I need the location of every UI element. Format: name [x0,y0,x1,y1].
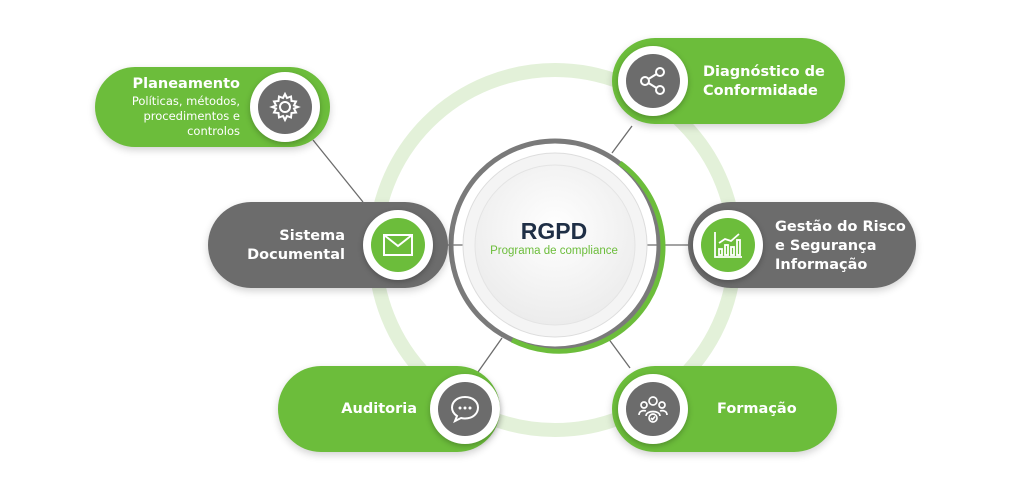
node-auditoria-text: Auditoria [285,400,417,419]
node-sistema-line1: Sistema [279,228,345,244]
connector-planeamento [312,139,364,203]
envelope-icon [371,218,425,272]
node-sistema-line2: Documental [247,247,345,263]
node-formacao-label: Formação [717,401,797,417]
node-gestao-line1: Gestão do Risco [775,219,906,235]
node-gestao-line3: Informação [775,257,868,273]
node-diagnostico-line1: Diagnóstico de [703,64,825,80]
share-icon [626,54,680,108]
connector-diagnostico [611,125,633,154]
node-planeamento-text: Planeamento Políticas, métodos, procedim… [100,75,240,139]
chat-bubble-icon [438,382,492,436]
node-gestao-text: Gestão do Risco e Segurança Informação [775,218,915,275]
node-sistema-text: Sistema Documental [215,227,345,265]
auditoria-icon-disc [430,374,500,444]
sistema-icon-disc [363,210,433,280]
chart-icon [701,218,755,272]
connector-formacao [607,337,631,369]
node-planeamento-sub1: Políticas, métodos, [131,94,240,108]
center-subtitle: Programa de compliance [490,245,618,257]
gear-icon [258,80,312,134]
planeamento-icon-disc [250,72,320,142]
center-disc [474,164,636,326]
node-diagnostico-line2: Conformidade [703,83,818,99]
connector-auditoria [477,337,503,373]
node-planeamento-sub3: controlos [187,124,240,138]
people-icon [626,382,680,436]
center-green-arc [510,160,666,354]
center-title: RGPD [520,218,588,244]
node-planeamento-title: Planeamento [132,76,240,92]
node-auditoria-label: Auditoria [341,401,417,417]
gestao-icon-disc [693,210,763,280]
formacao-icon-disc [618,374,688,444]
node-gestao-line2: e Segurança [775,238,877,254]
diagnostico-icon-disc [618,46,688,116]
node-planeamento-sub2: procedimentos e [143,109,240,123]
node-diagnostico-text: Diagnóstico de Conformidade [703,63,843,101]
node-formacao-text: Formação [717,400,827,419]
